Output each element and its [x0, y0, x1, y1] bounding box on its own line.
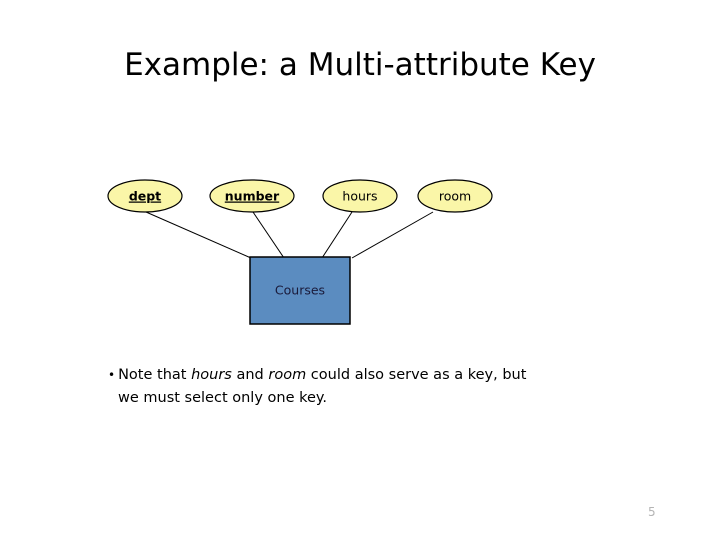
connector-lines	[145, 211, 434, 259]
entity-rect-courses	[249, 256, 351, 325]
attribute-label-number: number	[225, 189, 280, 204]
attribute-ellipse-hours	[322, 179, 398, 213]
page-title: Example: a Multi-attribute Key	[124, 47, 596, 83]
entity-label-courses: Courses	[275, 283, 325, 298]
connector-line-number	[252, 211, 285, 259]
entity-node: Courses	[249, 256, 351, 325]
attribute-label-hours: hours	[342, 189, 377, 204]
attribute-ellipse-room	[417, 179, 493, 213]
bullet-text: and	[231, 367, 269, 383]
bullet-item: •Note that hours and room could also ser…	[108, 364, 538, 410]
page-number: 5	[648, 505, 656, 519]
bullet-emphasis: room	[268, 367, 307, 383]
connector-line-room	[351, 211, 434, 259]
bullet-text: Note that	[118, 367, 192, 383]
bullet-text: could also serve as a key, but we must s…	[118, 367, 527, 406]
attribute-label-dept: dept	[129, 189, 161, 204]
bullet-emphasis: hours	[191, 367, 232, 383]
attribute-ellipse-dept	[107, 179, 183, 213]
attribute-nodes: dept number hours room	[107, 179, 493, 213]
connector-line-dept	[145, 211, 252, 259]
bullet-marker-icon: •	[108, 368, 116, 382]
attribute-ellipse-number	[209, 179, 295, 213]
body-text: •Note that hours and room could also ser…	[108, 364, 538, 410]
attribute-label-room: room	[439, 189, 471, 204]
connector-line-hours	[321, 211, 353, 259]
